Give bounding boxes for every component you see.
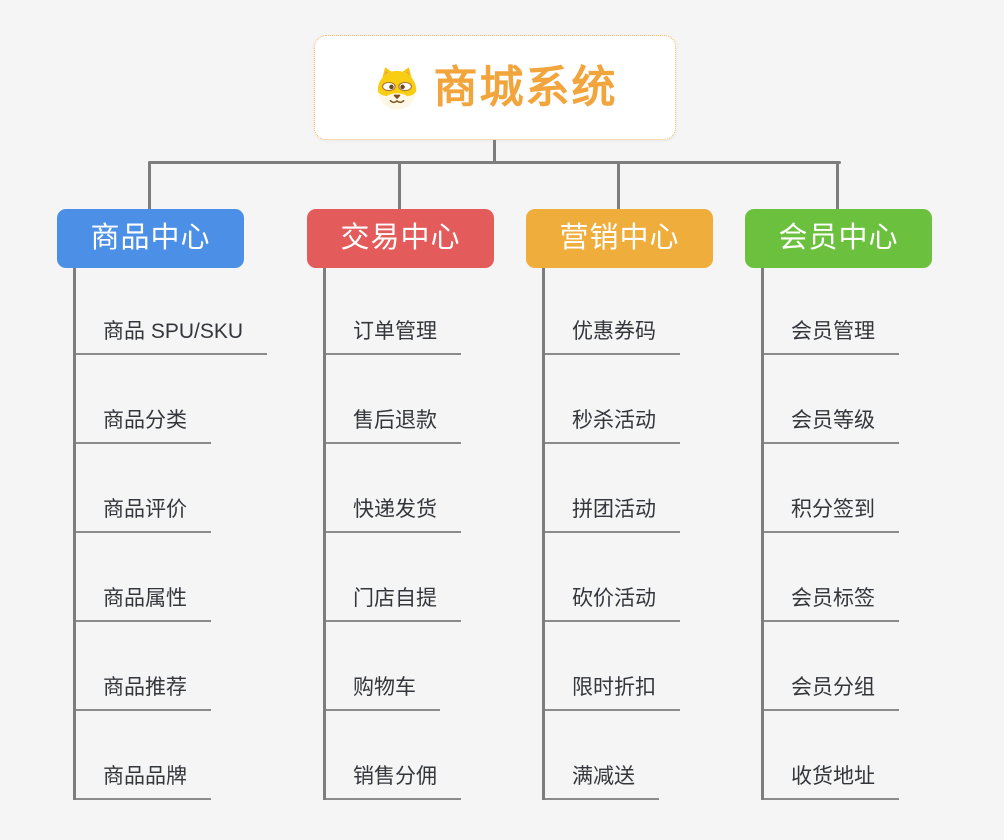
mindmap-item[interactable]: 购物车 bbox=[326, 622, 440, 711]
mindmap-item[interactable]: 商品品牌 bbox=[76, 711, 211, 800]
mindmap-item[interactable]: 商品属性 bbox=[76, 533, 211, 622]
mindmap-item[interactable]: 会员标签 bbox=[764, 533, 899, 622]
connector-drop bbox=[617, 163, 620, 213]
branch-node-product-center[interactable]: 商品中心 bbox=[57, 209, 244, 268]
mindmap-item[interactable]: 满减送 bbox=[545, 711, 659, 800]
mindmap-item[interactable]: 限时折扣 bbox=[545, 622, 680, 711]
connector-drop bbox=[148, 163, 151, 213]
branch-group-marketing-center: 营销中心 优惠券码秒杀活动拼团活动砍价活动限时折扣满减送 bbox=[526, 161, 713, 806]
branch-group-member-center: 会员中心 会员管理会员等级积分签到会员标签会员分组收货地址 bbox=[745, 161, 932, 806]
branch-items: 会员管理会员等级积分签到会员标签会员分组收货地址 bbox=[761, 268, 899, 800]
dog-face-icon bbox=[373, 65, 421, 111]
mindmap-item[interactable]: 秒杀活动 bbox=[545, 355, 680, 444]
branch-label: 会员中心 bbox=[778, 222, 899, 254]
mindmap-item[interactable]: 商品 SPU/SKU bbox=[76, 268, 268, 355]
mindmap-item[interactable]: 订单管理 bbox=[326, 268, 461, 355]
root-node[interactable]: 商城系统 bbox=[314, 35, 676, 140]
connector-drop bbox=[398, 163, 401, 213]
branch-label: 交易中心 bbox=[340, 222, 461, 254]
mindmap-item[interactable]: 商品分类 bbox=[76, 355, 211, 444]
mindmap-item[interactable]: 商品推荐 bbox=[76, 622, 211, 711]
connector-root-stub bbox=[493, 140, 496, 163]
branch-node-member-center[interactable]: 会员中心 bbox=[745, 209, 932, 268]
mindmap-item[interactable]: 优惠券码 bbox=[545, 268, 680, 355]
mindmap-item[interactable]: 收货地址 bbox=[764, 711, 899, 800]
branch-label: 营销中心 bbox=[559, 222, 680, 254]
mindmap-item[interactable]: 商品评价 bbox=[76, 444, 211, 533]
mindmap-item[interactable]: 会员分组 bbox=[764, 622, 899, 711]
branch-group-trade-center: 交易中心 订单管理售后退款快递发货门店自提购物车销售分佣 bbox=[307, 161, 494, 806]
root-title: 商城系统 bbox=[433, 62, 618, 112]
branch-items: 优惠券码秒杀活动拼团活动砍价活动限时折扣满减送 bbox=[542, 268, 680, 800]
branch-label: 商品中心 bbox=[90, 222, 211, 254]
mindmap-item[interactable]: 会员管理 bbox=[764, 268, 899, 355]
connector-drop bbox=[836, 163, 839, 213]
mindmap-item[interactable]: 拼团活动 bbox=[545, 444, 680, 533]
mindmap-item[interactable]: 销售分佣 bbox=[326, 711, 461, 800]
mindmap-item[interactable]: 会员等级 bbox=[764, 355, 899, 444]
branch-node-marketing-center[interactable]: 营销中心 bbox=[526, 209, 713, 268]
mindmap-item[interactable]: 售后退款 bbox=[326, 355, 461, 444]
mindmap-item[interactable]: 门店自提 bbox=[326, 533, 461, 622]
branch-items: 订单管理售后退款快递发货门店自提购物车销售分佣 bbox=[323, 268, 461, 800]
branch-node-trade-center[interactable]: 交易中心 bbox=[307, 209, 494, 268]
mindmap-item[interactable]: 积分签到 bbox=[764, 444, 899, 533]
connector-bus bbox=[148, 161, 841, 164]
mindmap-item[interactable]: 快递发货 bbox=[326, 444, 461, 533]
mindmap-item[interactable]: 砍价活动 bbox=[545, 533, 680, 622]
